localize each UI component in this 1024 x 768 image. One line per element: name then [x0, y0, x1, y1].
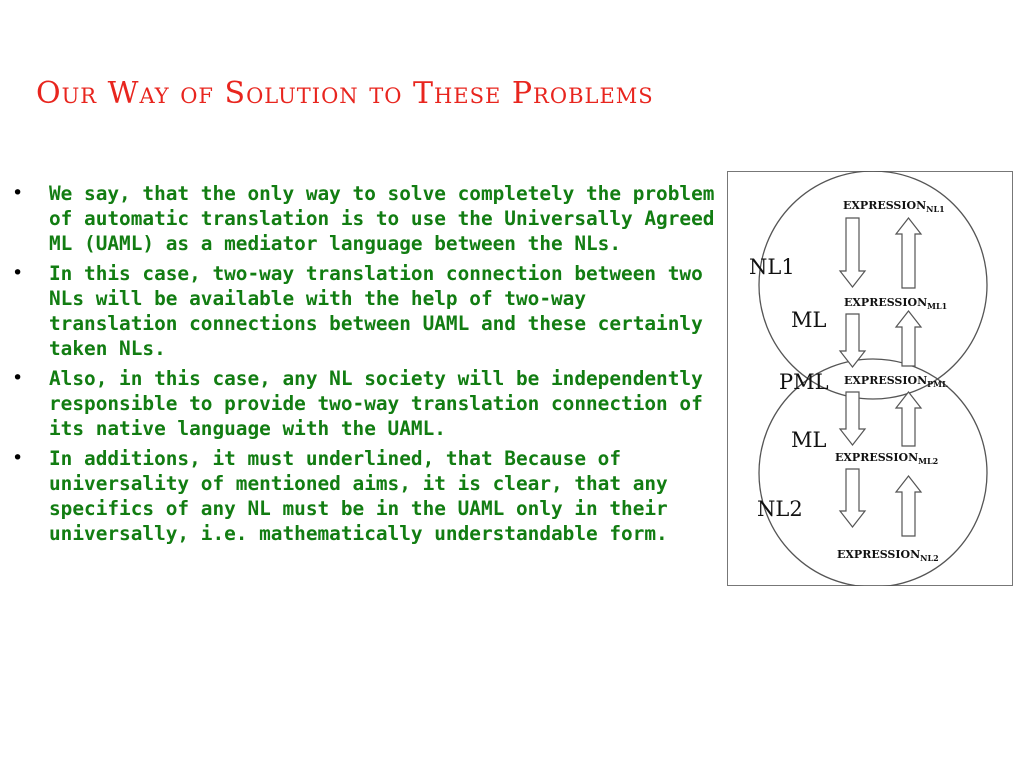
bullet-text-4: In additions, it must underlined, that B…	[49, 447, 668, 545]
nl2-circle	[758, 358, 988, 586]
expression-ml2: EXPRESSIONML2	[835, 451, 938, 466]
expression-nl2-base: EXPRESSION	[837, 548, 920, 561]
expression-ml1: EXPRESSIONML1	[844, 296, 947, 311]
down-arrow-4	[838, 468, 867, 528]
bullet-text-1: We say, that the only way to solve compl…	[49, 182, 715, 255]
expression-nl2: EXPRESSIONNL2	[837, 548, 939, 563]
bullet-list: • We say, that the only way to solve com…	[12, 181, 720, 551]
down-arrow-2	[838, 313, 867, 368]
up-arrow-3	[894, 391, 923, 447]
up-arrow-1	[894, 217, 923, 289]
up-arrow-2	[894, 310, 923, 367]
expression-nl2-sub: NL2	[920, 553, 939, 563]
bullet-icon: •	[12, 447, 24, 469]
translation-diagram: NL1 ML PML ML NL2 EXPRESSIONNL1 EXPRESSI…	[727, 171, 1013, 586]
expression-ml2-sub: ML2	[918, 456, 938, 466]
expression-pml: EXPRESSIONPML	[844, 374, 948, 389]
expression-pml-sub: PML	[927, 379, 948, 389]
diagram-frame	[727, 171, 1013, 586]
expression-nl1: EXPRESSIONNL1	[843, 199, 945, 214]
label-pml: PML	[779, 370, 829, 394]
expression-ml1-base: EXPRESSION	[844, 296, 927, 309]
diagram-canvas: NL1 ML PML ML NL2 EXPRESSIONNL1 EXPRESSI…	[727, 171, 1013, 586]
expression-ml2-base: EXPRESSION	[835, 451, 918, 464]
down-arrows	[838, 217, 867, 528]
label-ml-top: ML	[791, 308, 827, 332]
up-arrows	[894, 217, 923, 537]
expression-nl1-sub: NL1	[926, 204, 945, 214]
down-arrow-1	[838, 217, 867, 288]
bullet-item-3: • Also, in this case, any NL society wil…	[12, 366, 720, 441]
label-ml-bottom: ML	[791, 428, 827, 452]
expression-nl1-base: EXPRESSION	[843, 199, 926, 212]
expression-ml1-sub: ML1	[927, 301, 947, 311]
up-arrow-4	[894, 475, 923, 537]
bullet-icon: •	[12, 367, 24, 389]
slide-title: Our Way of Solution to These Problems	[36, 76, 654, 111]
bullet-item-1: • We say, that the only way to solve com…	[12, 181, 720, 256]
bullet-item-2: • In this case, two-way translation conn…	[12, 261, 720, 361]
bullet-item-4: • In additions, it must underlined, that…	[12, 446, 720, 546]
bullet-icon: •	[12, 262, 24, 284]
bullet-icon: •	[12, 182, 24, 204]
expression-pml-base: EXPRESSION	[844, 374, 927, 387]
label-nl1: NL1	[749, 255, 795, 279]
label-nl2: NL2	[757, 497, 803, 521]
bullet-text-3: Also, in this case, any NL society will …	[49, 367, 703, 440]
nl1-circle	[758, 171, 988, 400]
down-arrow-3	[838, 391, 867, 446]
bullet-text-2: In this case, two-way translation connec…	[49, 262, 703, 360]
